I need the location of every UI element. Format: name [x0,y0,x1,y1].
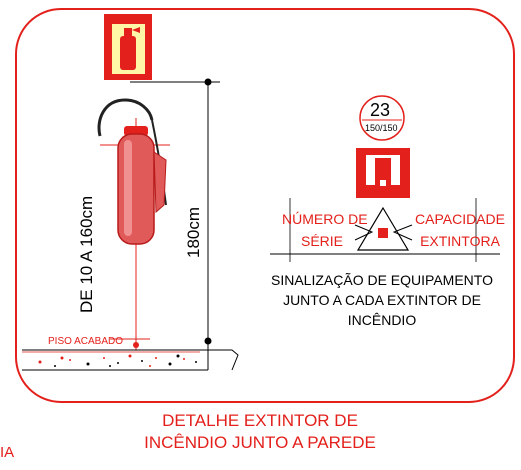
capacity-label: CAPACIDADE EXTINTORA [415,211,505,249]
floor-rubble-dot [60,356,64,360]
edge-text-fragment: IA [0,444,15,461]
warning-triangle-icon [356,206,410,251]
sign-fraction: 150/150 [365,123,398,133]
floor-rubble-dot [155,357,157,359]
equipment-sign-icon [356,148,410,198]
detail-frame [15,8,515,403]
signage-note: SINALIZAÇÃO DE EQUIPAMENTO JUNTO A CADA … [271,272,493,328]
floor-rubble-dot [183,358,185,360]
floor-rubble-dot [149,365,151,367]
floor-rubble-dot [141,360,143,362]
extinguisher-sign-icon [104,14,152,80]
floor-rubble-dot [69,359,71,361]
sign-badge-icon [359,95,405,141]
floor-rubble-dot [103,357,105,359]
floor-rubble-dot [128,354,132,358]
floor-rubble-dot [109,365,111,367]
sign-number: 23 [370,100,391,120]
floor-rubble-dot [38,360,42,364]
wall-height-label: 180cm [184,206,203,258]
floor-rubble-dot [168,362,172,366]
floor-slab [22,349,239,371]
drawing-caption: DETALHE EXTINTOR DE INCÊNDIO JUNTO A PAR… [144,411,376,452]
mount-range-label: DE 10 A 160cm [77,195,96,313]
floor-label: PISO ACABADO [48,336,124,347]
floor-rubble-dot [117,362,119,364]
floor-rubble-dot [176,354,180,358]
serial-number-label: NÚMERO DE SÉRIE [282,211,368,249]
floor-rubble-dot [86,362,90,366]
floor-rubble-dot [195,361,197,363]
floor-rubble-dot [54,365,56,367]
fire-extinguisher-icon [97,98,167,245]
